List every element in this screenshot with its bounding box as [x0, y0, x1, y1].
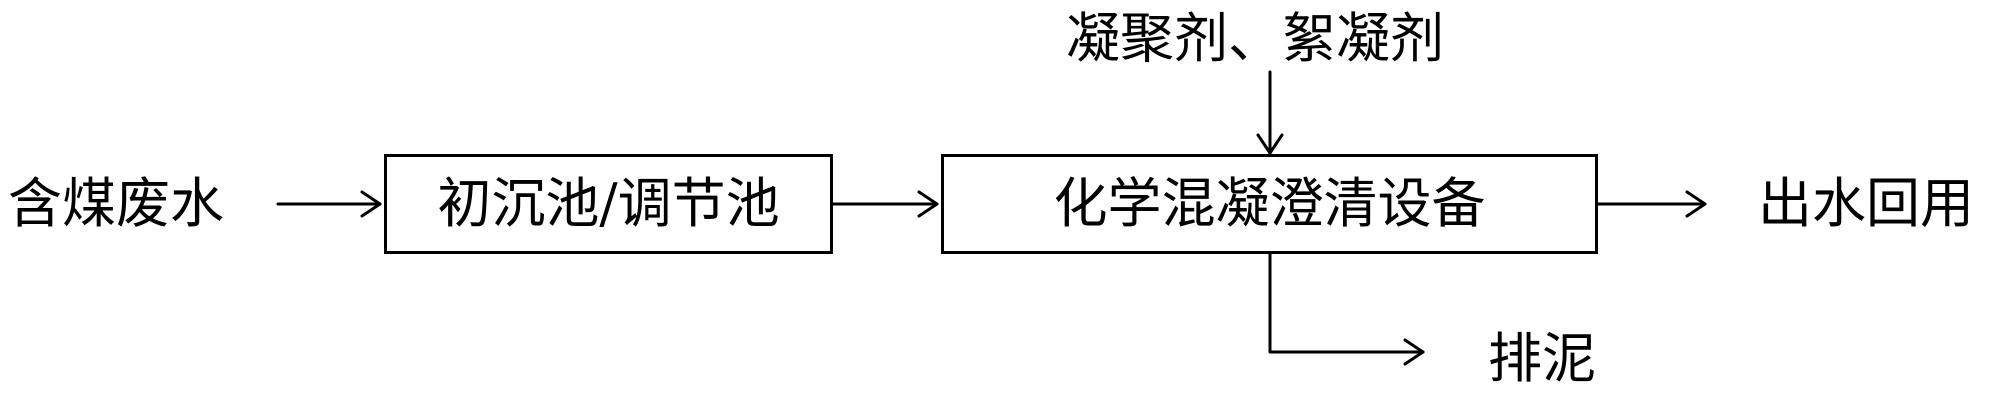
- box-primary-settling: 初沉池/调节池: [384, 154, 833, 254]
- output-label: 出水回用: [1758, 172, 1974, 235]
- arrow-box2-to-sludge: [1268, 252, 1425, 366]
- arrow-input-to-box1: [276, 190, 382, 218]
- arrow-box1-to-box2: [831, 190, 939, 218]
- arrow-chemical-to-box2: [1256, 70, 1284, 155]
- input-label: 含煤废水: [8, 172, 224, 235]
- arrow-box2-to-output: [1596, 190, 1707, 218]
- chemical-label: 凝聚剂、絮凝剂: [1066, 7, 1444, 70]
- sludge-label: 排泥: [1488, 327, 1596, 390]
- box-coagulation-clarifier-label: 化学混凝澄清设备: [1053, 172, 1486, 235]
- box-primary-settling-label: 初沉池/调节池: [437, 172, 780, 235]
- box-coagulation-clarifier: 化学混凝澄清设备: [941, 154, 1598, 254]
